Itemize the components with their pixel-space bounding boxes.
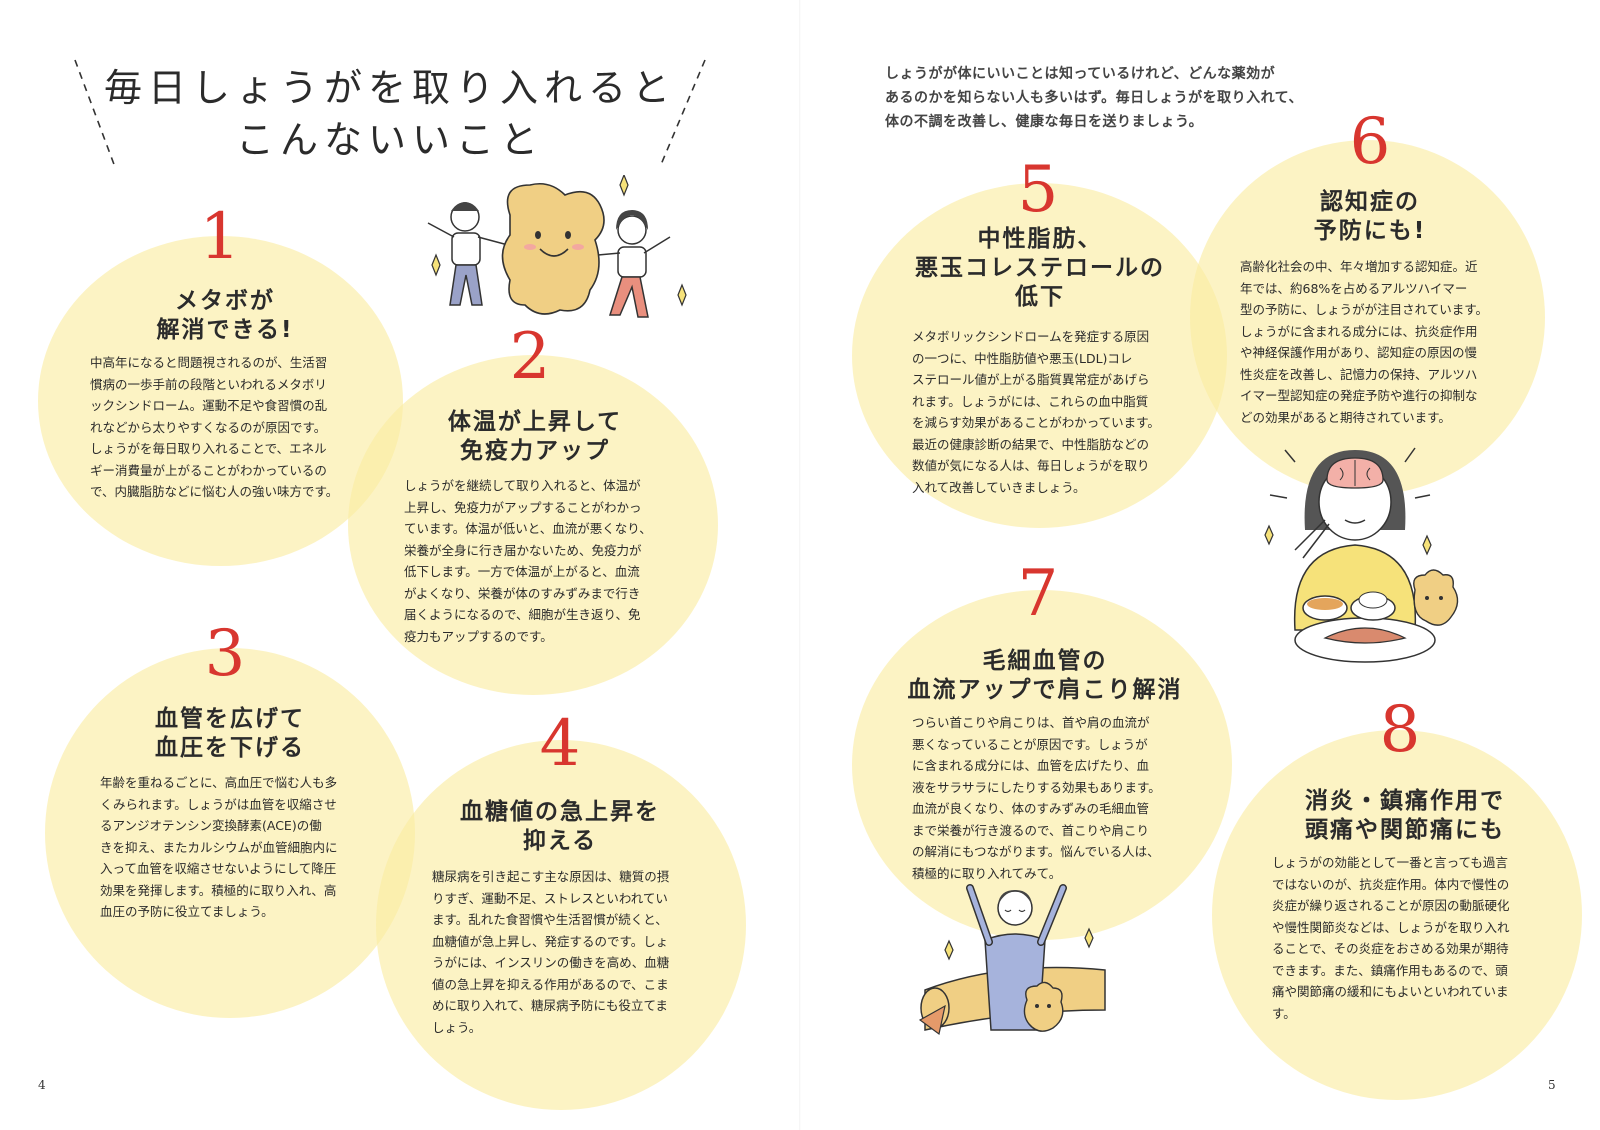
- item-6-number: 6: [1349, 105, 1391, 179]
- man-stretching-illustration-icon: [918, 884, 1106, 1036]
- title-line-2: こんないいこと: [235, 118, 544, 162]
- item-3-number: 3: [204, 617, 246, 691]
- item-7-number: 7: [1017, 557, 1059, 631]
- item-2-body: しょうがを継続して取り入れると、体温が 上昇し、免疫力がアップすることがわかっ …: [404, 478, 652, 644]
- circle-8: [1212, 730, 1582, 1100]
- item-1-heading: メタボが 解消できる!: [156, 288, 294, 343]
- item-8-heading: 消炎・鎮痛作用で 頭痛や関節痛にも: [1305, 788, 1505, 843]
- circle-6: [1190, 140, 1545, 495]
- page-title: 毎日しょうがを取り入れると こんないいこと: [70, 55, 710, 175]
- circle-3: [45, 648, 415, 1018]
- item-3-heading: 血管を広げて 血圧を下げる: [155, 706, 305, 761]
- item-1-number: 1: [199, 200, 241, 274]
- item-6-body: 高齢化社会の中、年々増加する認知症。近 年では、約68%を占めるアルツハイマー …: [1240, 259, 1489, 425]
- item-8-body: しょうがの効能として一番と言っても過言 ではないのが、抗炎症作用。体内で慢性の …: [1272, 855, 1510, 1021]
- intro-text: しょうがが体にいいことは知っているけれど、どんな薬効が あるのかを知らない人も多…: [885, 66, 1303, 130]
- item-5-heading: 中性脂肪、 悪玉コレステロールの 低下: [915, 226, 1165, 310]
- circle-2: [348, 355, 718, 695]
- item-2-heading: 体温が上昇して 免疫力アップ: [447, 409, 623, 464]
- page-number-right: 5: [1548, 1078, 1556, 1092]
- item-8-number: 8: [1379, 693, 1421, 767]
- circle-7: [852, 590, 1232, 940]
- title-dash-left-icon: [74, 59, 116, 168]
- title-dash-right-icon: [659, 59, 706, 168]
- page-gutter: [799, 0, 801, 1130]
- item-6-heading: 認知症の 予防にも!: [1313, 189, 1427, 244]
- item-3-body: 年齢を重ねるごとに、高血圧で悩む人も多 くみられます。しょうがは血管を収縮させ …: [100, 775, 338, 919]
- item-4-body: 糖尿病を引き起こす主な原因は、糖質の摂 りすぎ、運動不足、ストレスといわれてい …: [432, 869, 670, 1035]
- item-5-body: メタボリックシンドロームを発症する原因 の一つに、中性脂肪値や悪玉(LDL)コレ…: [912, 329, 1160, 495]
- woman-eating-illustration-icon: [1264, 447, 1459, 663]
- item-7-body: つらい首こりや肩こりは、首や肩の血流が 悪くなっていることが原因です。しょうが …: [912, 715, 1161, 881]
- item-2-number: 2: [509, 320, 551, 394]
- item-1-body: 中高年になると問題視されるのが、生活習 慣病の一歩手前の段階といわれるメタボリ …: [90, 355, 339, 499]
- circle-1: [38, 236, 403, 566]
- circle-4: [376, 740, 746, 1110]
- item-4-heading: 血糖値の急上昇を 抑える: [460, 799, 660, 854]
- page-number-left: 4: [38, 1078, 46, 1092]
- title-line-1: 毎日しょうがを取り入れると: [103, 66, 676, 110]
- ginger-friends-illustration-icon: [427, 175, 687, 318]
- item-7-heading: 毛細血管の 血流アップで肩こり解消: [907, 648, 1183, 703]
- item-5-number: 5: [1017, 153, 1059, 227]
- item-4-number: 4: [539, 707, 581, 781]
- circle-5: [852, 183, 1227, 528]
